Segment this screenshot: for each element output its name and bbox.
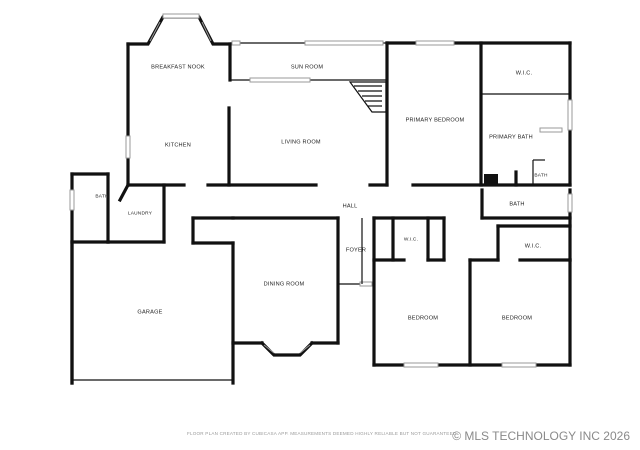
stairs (348, 81, 387, 113)
garage-walls (70, 216, 235, 385)
label-bath-small: BATH (534, 172, 548, 178)
label-laundry: LAUNDRY (128, 210, 153, 216)
label-primary-bath: PRIMARY BATH (489, 134, 533, 140)
label-dining-room: DINING ROOM (264, 281, 305, 287)
label-sun-room: SUN ROOM (291, 64, 324, 70)
primary-suite-walls (385, 40, 573, 187)
floorplan-disclaimer: FLOOR PLAN CREATED BY CUBICASA APP. MEAS… (187, 431, 458, 436)
label-living-room: LIVING ROOM (281, 139, 321, 145)
label-wic-primary: W.I.C. (516, 70, 533, 76)
breakfast-nook-walls (126, 13, 232, 187)
label-breakfast-nook: BREAKFAST NOOK (151, 64, 205, 70)
bedroom-walls (372, 224, 572, 368)
label-bath-left: BATH (95, 193, 109, 199)
label-bedroom-left: BEDROOM (408, 315, 438, 321)
label-wic-center: W.I.C. (404, 236, 418, 242)
foyer-walls (338, 216, 376, 367)
sun-room-walls (228, 40, 386, 83)
label-bath-hall: BATH (509, 201, 524, 207)
label-kitchen: KITCHEN (165, 142, 191, 148)
living-room-walls (206, 106, 389, 187)
center-wic-walls (372, 216, 446, 262)
label-primary-bedroom: PRIMARY BEDROOM (406, 117, 465, 123)
copyright-watermark: © MLS TECHNOLOGY INC 2026 (452, 429, 630, 443)
label-hall: HALL (343, 203, 358, 209)
label-wic-right: W.I.C. (525, 243, 542, 249)
dining-room-walls (231, 216, 340, 357)
fixture-block (484, 174, 498, 185)
label-foyer: FOYER (346, 247, 366, 253)
label-garage: GARAGE (137, 309, 162, 315)
label-bedroom-right: BEDROOM (502, 315, 532, 321)
